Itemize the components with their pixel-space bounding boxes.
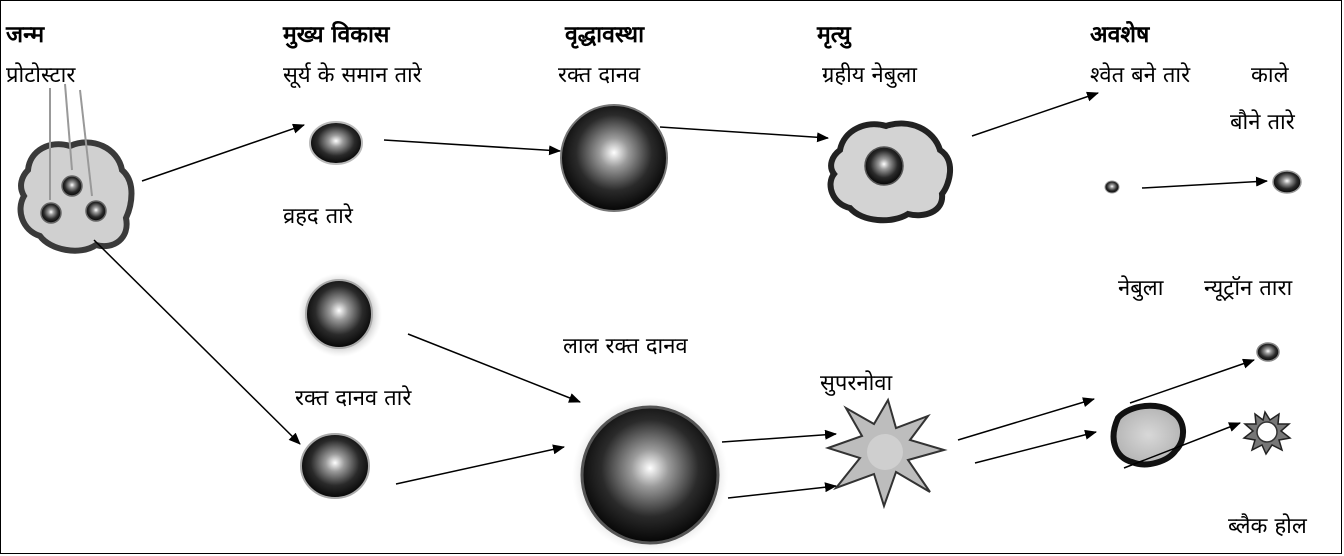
label-supernova: सुपरनोवा (820, 371, 892, 396)
label-giant-stars: रक्त दानव तारे (295, 386, 411, 411)
header-main-evolution: मुख्य विकास (283, 17, 389, 49)
label-white-dwarf: श्वेत बने तारे (1090, 63, 1190, 88)
giant-star (301, 434, 369, 498)
white-dwarf (1105, 181, 1119, 193)
label-red-giant: रक्त दानव (558, 63, 640, 88)
arrow-massive-to-supergiant (408, 334, 580, 402)
arrow-supergiant-to-supernova-1 (722, 434, 836, 442)
header-death: मृत्यु (817, 17, 851, 49)
planetary-nebula (831, 123, 951, 220)
arrow-supernova-to-neutron (958, 399, 1094, 440)
arrow-protostar-to-sunlike (142, 125, 304, 181)
label-black-hole: ब्लैक होल (1228, 514, 1307, 539)
sunlike-star (310, 122, 362, 164)
label-neutron-star: न्यूट्रॉन तारा (1204, 276, 1292, 301)
neutron-star (1257, 343, 1279, 361)
arrow-protostar-to-giant (94, 240, 300, 444)
arrow-supergiant-to-supernova-2 (728, 486, 836, 498)
red-giant-star (561, 105, 667, 211)
protostar-illustration (21, 84, 132, 251)
header-old-age: वृद्धावस्था (565, 17, 644, 49)
black-hole (1244, 412, 1290, 454)
arrow-whitedwarf-to-blackdwarf (1142, 181, 1267, 188)
arrow-nebula-to-neutron (1130, 360, 1254, 403)
label-black-dwarf-line2: बौने तारे (1230, 110, 1295, 135)
label-black-dwarf-line1: काले (1251, 63, 1289, 88)
label-nebula: नेबुला (1118, 276, 1163, 301)
label-red-supergiant: लाल रक्त दानव (563, 334, 688, 359)
nebula-remnant (1114, 406, 1183, 465)
black-dwarf (1273, 171, 1301, 193)
label-protostar: प्रोटोस्टार (6, 63, 75, 88)
header-birth: जन्म (6, 17, 44, 49)
supernova (828, 400, 944, 506)
header-remnant: अवशेष (1090, 17, 1149, 49)
label-planetary-nebula: ग्रहीय नेबुला (822, 63, 917, 88)
arrow-supernova-to-nebula (975, 432, 1096, 463)
label-sunlike-stars: सूर्य के समान तारे (283, 63, 422, 88)
arrow-sunlike-to-redgiant (384, 140, 560, 151)
label-massive-stars: व्रहद तारे (283, 204, 353, 229)
arrow-giant-to-supergiant (396, 447, 564, 484)
massive-star (298, 273, 382, 357)
arrow-nebula-to-whitedwarf (972, 93, 1098, 136)
arrow-redgiant-to-nebula (660, 127, 828, 138)
red-supergiant-star (572, 397, 728, 553)
